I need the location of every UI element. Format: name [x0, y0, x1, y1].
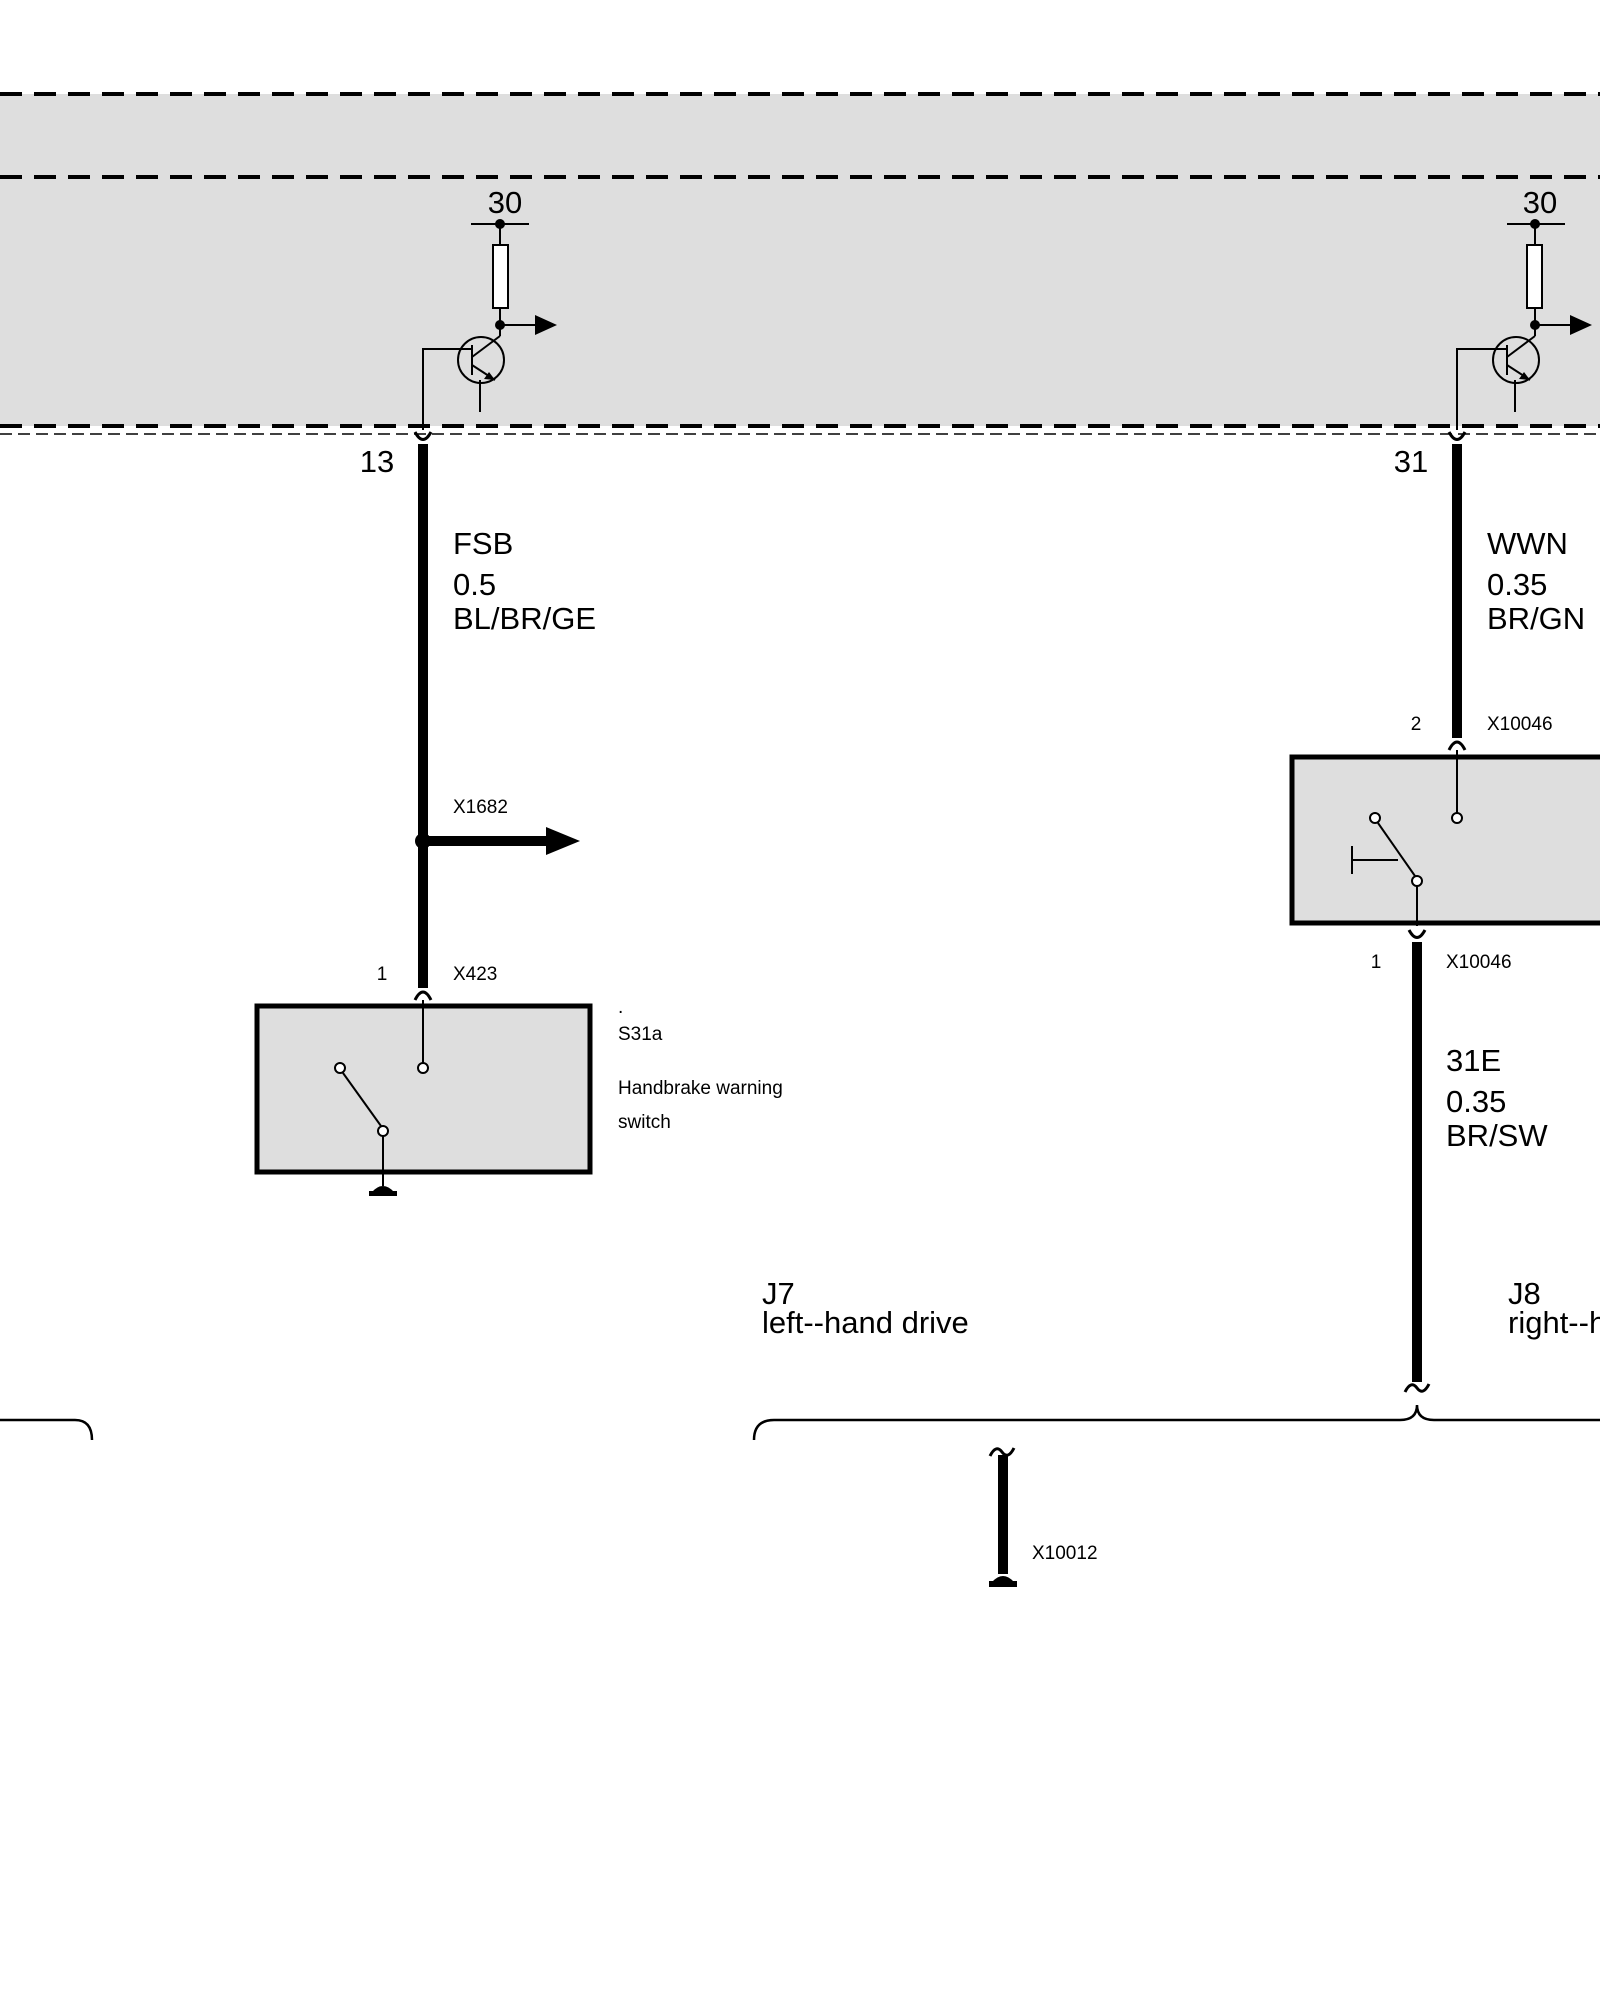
variant-j7-code: J7 — [762, 1276, 795, 1311]
wire-wwn-signal: WWN — [1487, 526, 1568, 561]
component-id: S31a — [618, 1024, 663, 1045]
connector-x10012-label: X10012 — [1032, 1543, 1098, 1564]
supply-label-right: 30 — [1523, 185, 1557, 220]
wire-fsb-color: BL/BR/GE — [453, 601, 596, 636]
connector-x423-pin: 1 — [377, 964, 388, 985]
wire-31e — [1403, 929, 1431, 1393]
output-arrow-left — [535, 315, 557, 335]
wire-wwn-cross-section: 0.35 — [1487, 567, 1547, 602]
pin-number-31: 31 — [1394, 444, 1428, 479]
variant-j8-label: right--h — [1508, 1305, 1600, 1340]
connector-x10046-top-label: X10046 — [1487, 714, 1553, 735]
pin-number-13: 13 — [360, 444, 394, 479]
variant-brace-j7-j8 — [752, 1404, 1600, 1441]
connector-x423-label: X423 — [453, 964, 497, 985]
wire-wwn — [1447, 431, 1467, 751]
wire-fsb-signal: FSB — [453, 526, 513, 561]
connector-x10046-top-pin: 2 — [1411, 714, 1422, 735]
component-desc-line2: switch — [618, 1112, 671, 1133]
output-stage-right: 30 — [1456, 185, 1592, 430]
connector-x10046-bottom-pin: 1 — [1371, 952, 1382, 973]
variant-j7-label: left--hand drive — [762, 1305, 969, 1340]
pullup-resistor-left — [492, 244, 509, 309]
connector-x10046-bottom-label: X10046 — [1446, 952, 1512, 973]
splice-arrow-icon — [546, 827, 580, 855]
handbrake-warning-switch — [254, 1000, 593, 1196]
wire-fsb — [413, 431, 433, 1001]
wire-fsb-cross-section: 0.5 — [453, 567, 496, 602]
output-stage-left: 30 — [422, 185, 557, 430]
wire-31e-color: BR/SW — [1446, 1118, 1548, 1153]
output-arrow-right — [1570, 315, 1592, 335]
wire-wwn-color: BR/GN — [1487, 601, 1585, 636]
control-unit-housing — [0, 92, 1600, 435]
supply-label-left: 30 — [488, 185, 522, 220]
variant-brace-left — [0, 1418, 94, 1441]
wire-31e-signal: 31E — [1446, 1043, 1501, 1078]
connector-x1682-label: X1682 — [453, 797, 508, 818]
pullup-resistor-right — [1526, 244, 1543, 309]
wire-31e-cross-section: 0.35 — [1446, 1084, 1506, 1119]
ground-symbol-x10012 — [989, 1581, 1017, 1587]
component-dot: . — [618, 997, 623, 1018]
variant-j8-code: J8 — [1508, 1276, 1541, 1311]
ground-lead-x10012 — [988, 1447, 1017, 1587]
right-switch — [1289, 750, 1600, 926]
ground-symbol-s31a — [369, 1191, 397, 1196]
component-desc-line1: Handbrake warning — [618, 1078, 783, 1099]
